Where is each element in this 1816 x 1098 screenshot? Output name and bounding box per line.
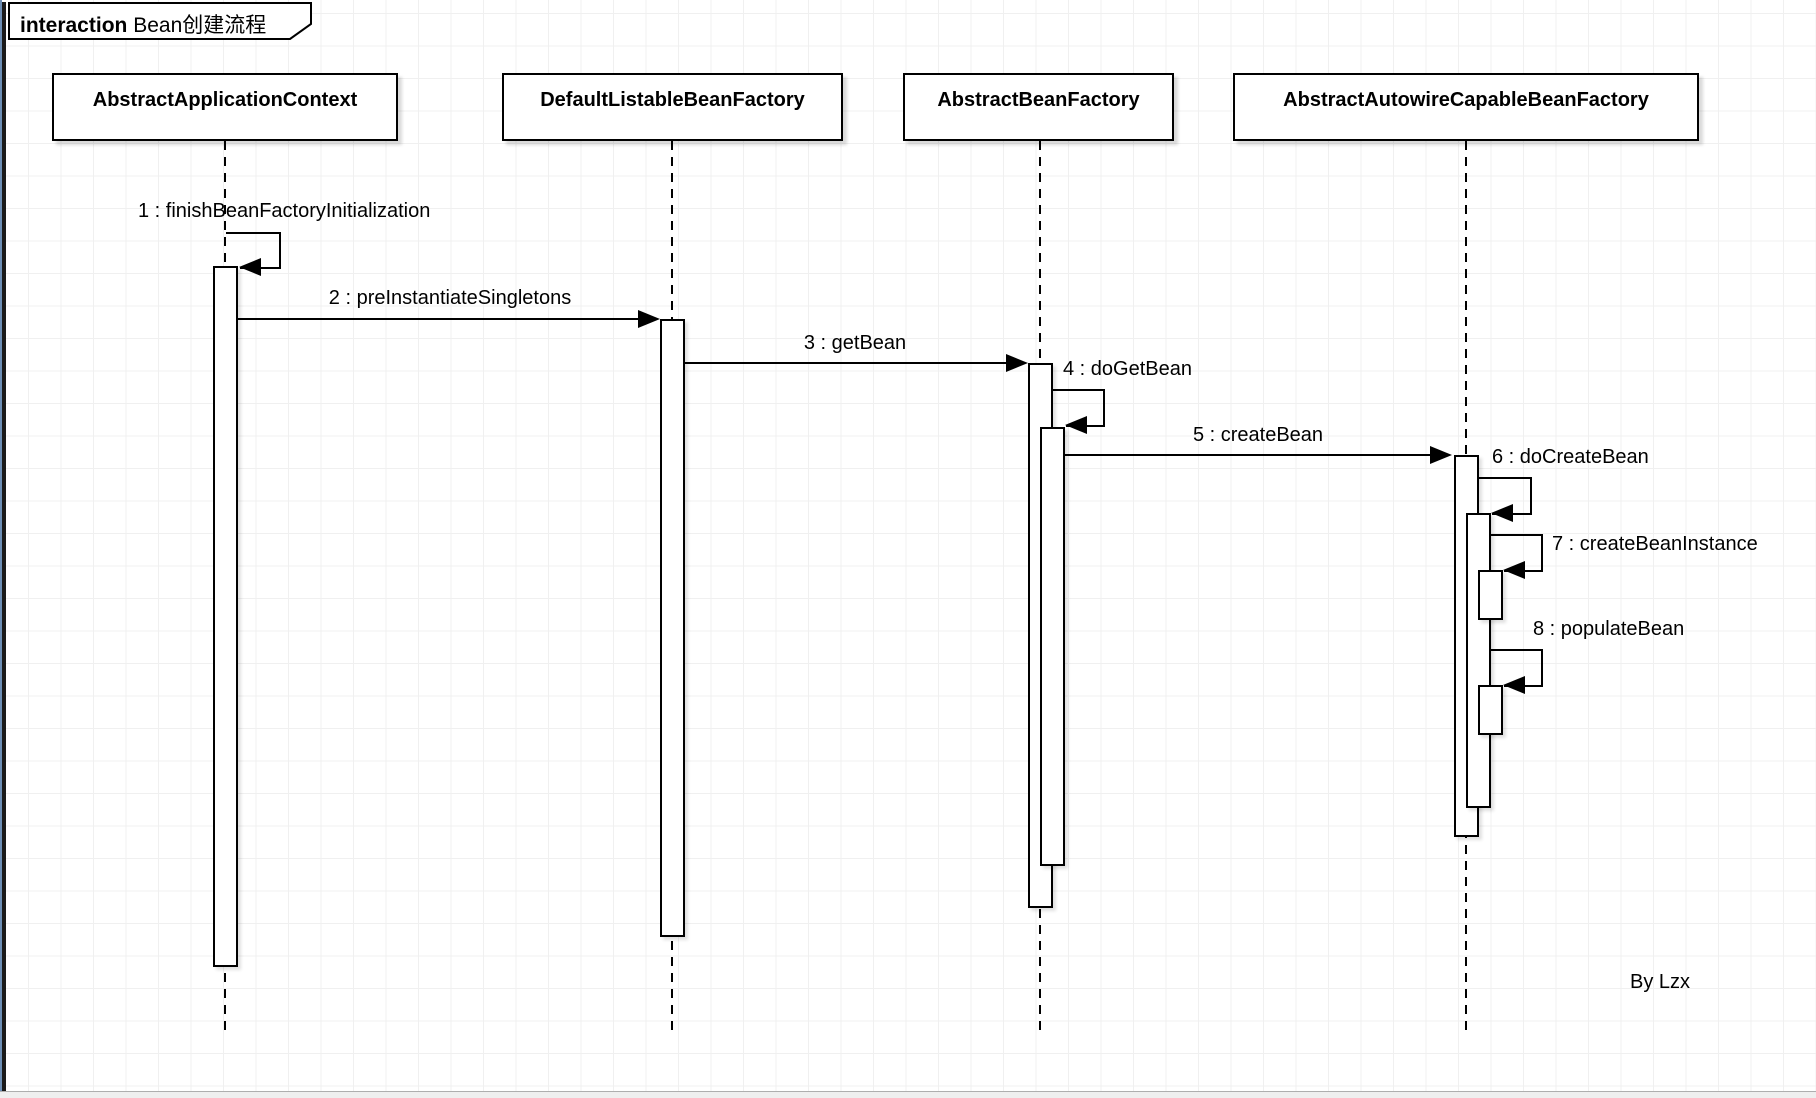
message-label: 5 : createBean: [1192, 424, 1324, 446]
activation-bar[interactable]: [1478, 570, 1503, 620]
message-line: [1479, 477, 1492, 479]
message-label: 4 : doGetBean: [1063, 358, 1192, 380]
arrowhead-left-icon: [1503, 676, 1525, 694]
arrowhead-left-icon: [239, 258, 261, 276]
frame-title-text: interaction Bean创建流程: [20, 9, 266, 39]
message-label: 6 : doCreateBean: [1492, 446, 1649, 468]
message-line: [1053, 389, 1066, 391]
self-message-loop: [1504, 534, 1543, 572]
self-message-loop: [1066, 389, 1105, 427]
activation-bar[interactable]: [1478, 685, 1503, 735]
frame-left-border: [2, 2, 6, 1093]
arrowhead-right-icon: [1006, 354, 1028, 372]
participant-box-abstract-bean-factory[interactable]: AbstractBeanFactory: [903, 73, 1174, 141]
arrowhead-right-icon: [1430, 446, 1452, 464]
frame-keyword: interaction: [20, 14, 128, 37]
message-line: [1065, 454, 1432, 456]
canvas-edge-blue: [0, 0, 2, 1098]
activation-bar[interactable]: [1466, 513, 1491, 808]
arrowhead-left-icon: [1503, 561, 1525, 579]
arrowhead-left-icon: [1491, 504, 1513, 522]
message-label: 1 : finishBeanFactoryInitialization: [138, 200, 431, 222]
self-message-loop: [1492, 477, 1532, 515]
frame-bottom-border: [0, 1091, 1816, 1092]
message-line: [1491, 534, 1504, 536]
self-message-loop: [1504, 649, 1543, 687]
participant-label: AbstractAutowireCapableBeanFactory: [1283, 89, 1649, 111]
message-line: [226, 232, 240, 234]
frame-title: Bean创建流程: [133, 14, 267, 37]
arrowhead-right-icon: [638, 310, 660, 328]
activation-bar[interactable]: [660, 319, 685, 937]
participant-label: AbstractApplicationContext: [92, 89, 358, 111]
participant-box-default-listable-bean-factory[interactable]: DefaultListableBeanFactory: [502, 73, 843, 141]
message-label: 3 : getBean: [803, 332, 907, 354]
self-message-loop: [240, 232, 281, 269]
frame-title-tab[interactable]: [6, 1, 318, 43]
message-line: [238, 318, 640, 320]
message-label: 7 : createBeanInstance: [1552, 533, 1758, 555]
participant-box-abstract-autowire-capable-bean-factory[interactable]: AbstractAutowireCapableBeanFactory: [1233, 73, 1699, 141]
arrowhead-left-icon: [1065, 416, 1087, 434]
participant-label: DefaultListableBeanFactory: [540, 89, 805, 111]
signature-text: By Lzx: [1630, 971, 1691, 993]
message-line: [685, 362, 1008, 364]
message-label: 2 : preInstantiateSingletons: [328, 287, 572, 309]
participant-label: AbstractBeanFactory: [937, 89, 1140, 111]
message-line: [1491, 649, 1504, 651]
participant-box-abstract-application-context[interactable]: AbstractApplicationContext: [52, 73, 398, 141]
message-label: 8 : populateBean: [1533, 618, 1685, 640]
activation-bar[interactable]: [213, 266, 238, 967]
canvas-bottom-strip: [0, 1092, 1816, 1098]
activation-bar[interactable]: [1040, 427, 1065, 866]
